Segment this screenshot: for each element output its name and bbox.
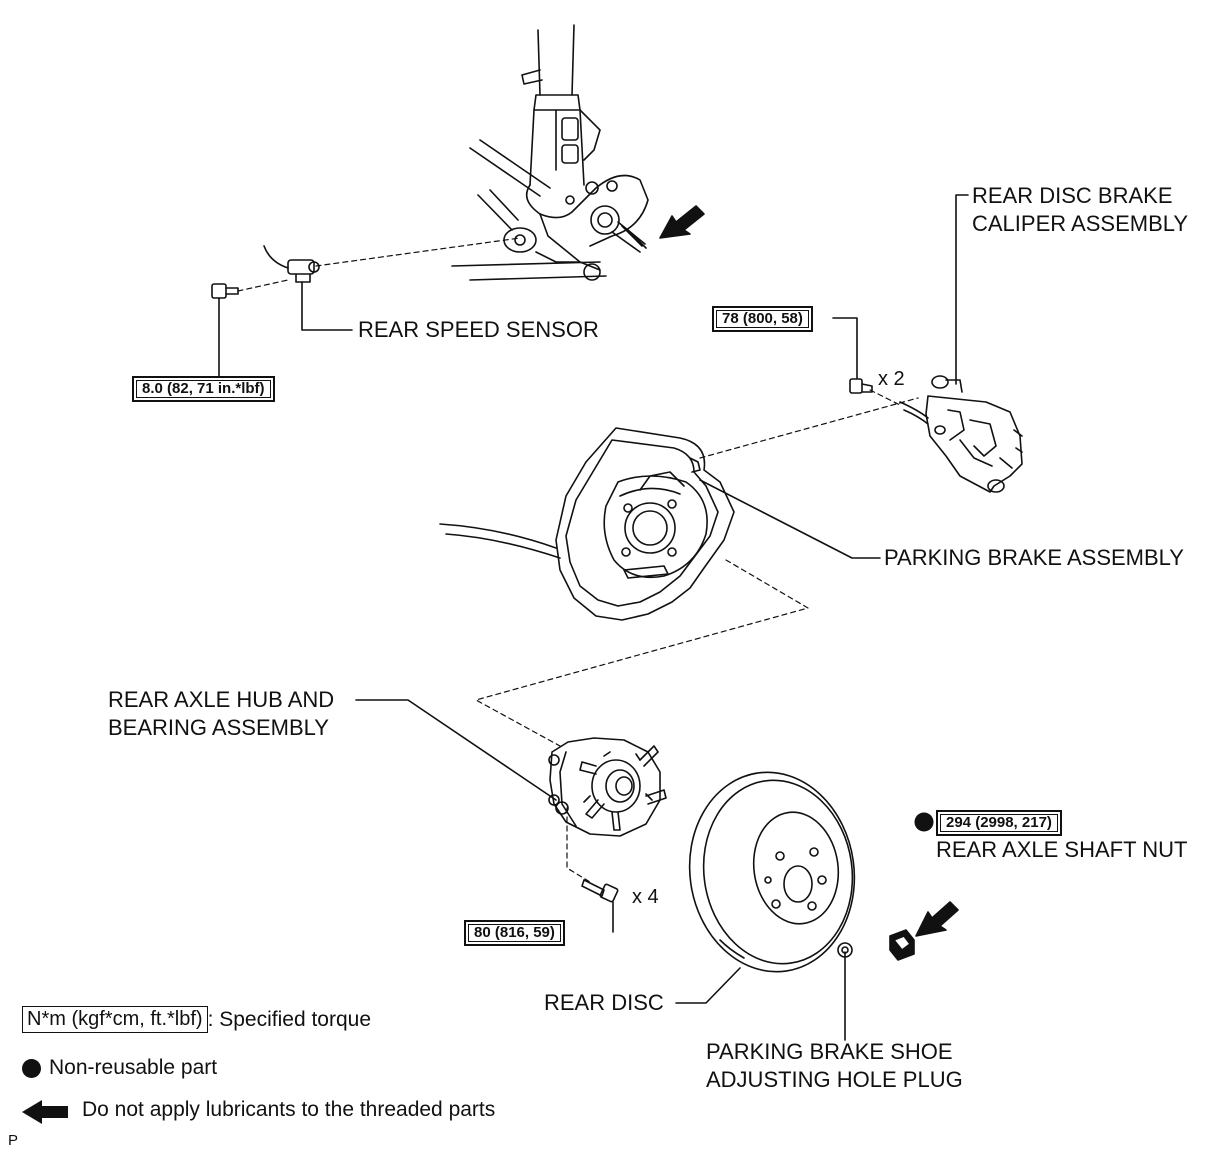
parking-brake-illustration — [439, 427, 735, 621]
adjusting-hole-plug-illustration — [837, 942, 853, 958]
speed-sensor-bolt-illustration — [211, 283, 239, 299]
label-plug-line2: ADJUSTING HOLE PLUG — [706, 1067, 963, 1092]
torque-axle-nut: 294 (2998, 217) — [936, 810, 1062, 836]
legend-torque-text: : Specified torque — [207, 1007, 372, 1031]
label-rear-disc: REAR DISC — [544, 990, 664, 1015]
non-reusable-dot-icon — [914, 812, 934, 832]
legend-torque: N*m (kgf*cm, ft.*lbf) : Specified torque — [22, 1006, 371, 1033]
label-caliper-line1: REAR DISC BRAKE — [972, 183, 1173, 208]
rear-disc-illustration — [688, 771, 856, 973]
qty-hub-bolt: x 4 — [632, 886, 659, 908]
torque-hub-bolt: 80 (816, 59) — [464, 920, 565, 946]
axle-hub-illustration — [548, 737, 667, 837]
legend-torque-box: N*m (kgf*cm, ft.*lbf) — [22, 1006, 208, 1033]
label-rear-speed-sensor: REAR SPEED SENSOR — [358, 317, 599, 342]
legend-non-reusable-text: Non-reusable part — [49, 1056, 218, 1079]
rear-speed-sensor-illustration — [263, 245, 320, 283]
page-code: P — [8, 1132, 19, 1149]
label-caliper-line2: CALIPER ASSEMBLY — [972, 211, 1189, 236]
hub-bolt-illustration — [581, 879, 619, 903]
label-plug-line1: PARKING BRAKE SHOE — [706, 1039, 953, 1064]
axle-shaft-nut-illustration — [889, 929, 915, 961]
legend-left-arrow-icon — [22, 1100, 68, 1124]
label-hub-line2: BEARING ASSEMBLY — [108, 715, 329, 740]
legend-no-lubricant: Do not apply lubricants to the threaded … — [82, 1098, 495, 1122]
caliper-bolt-illustration — [849, 378, 873, 394]
legend-no-lubricant-text: Do not apply lubricants to the threaded … — [82, 1098, 496, 1121]
strut-knuckle-illustration — [451, 24, 649, 281]
label-hub-line1: REAR AXLE HUB AND — [108, 687, 335, 712]
legend-non-reusable: Non-reusable part — [22, 1056, 217, 1080]
no-lubricant-arrow-icon — [659, 205, 705, 239]
filled-circle-icon — [22, 1058, 41, 1078]
torque-speed-sensor-bolt: 8.0 (82, 71 in.*lbf) — [132, 376, 275, 402]
label-axle-nut: REAR AXLE SHAFT NUT — [936, 837, 1188, 862]
qty-caliper-bolt: x 2 — [878, 368, 905, 390]
caliper-illustration — [899, 375, 1023, 493]
torque-caliper-bolt: 78 (800, 58) — [712, 306, 813, 332]
label-parking-brake: PARKING BRAKE ASSEMBLY — [884, 545, 1184, 570]
no-lubricant-arrow-icon-2 — [915, 901, 959, 937]
